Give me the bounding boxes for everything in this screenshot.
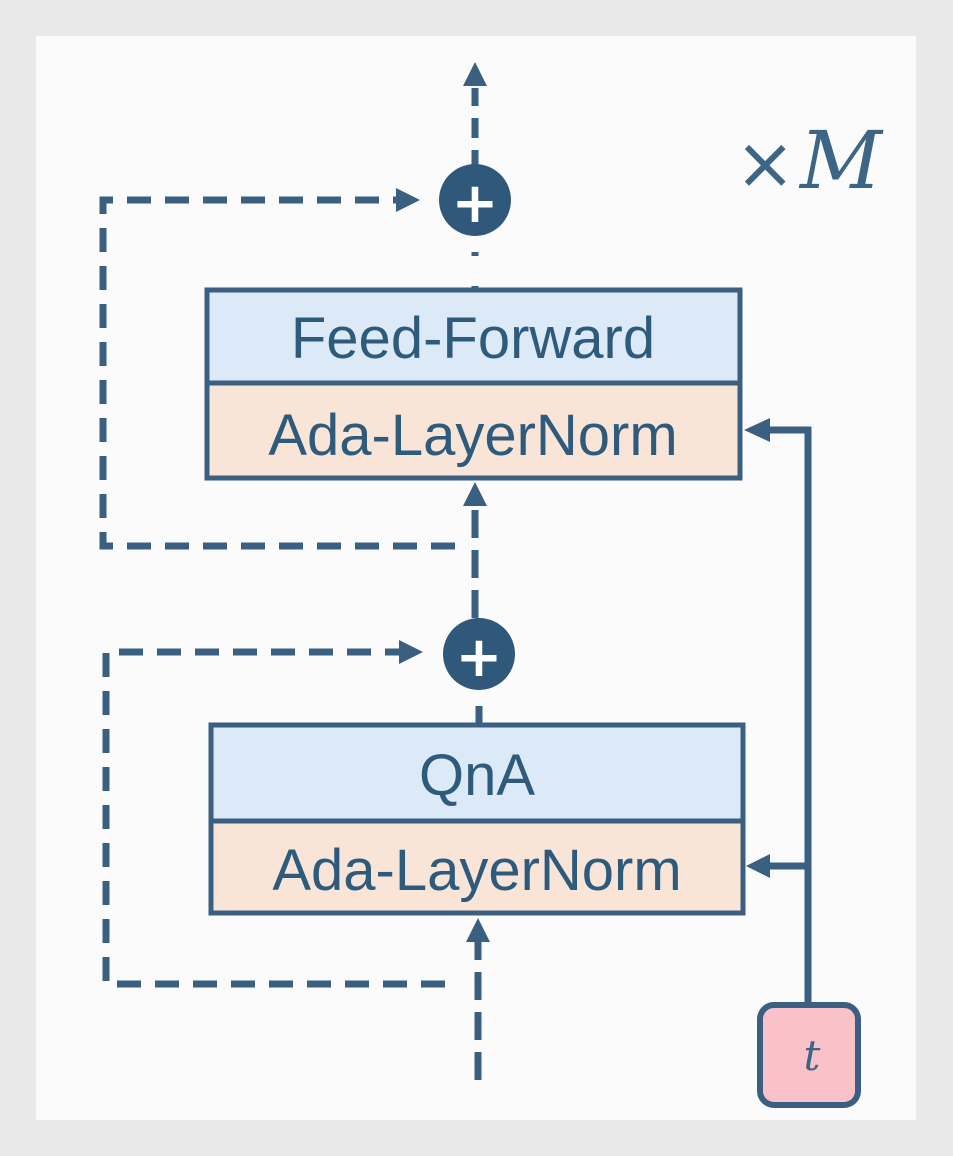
ada-layernorm-lower-label: Ada-LayerNorm [272,838,681,903]
lower-adder-plus: + [456,625,503,690]
output-arrow [463,62,487,170]
upper-residual-path [99,188,455,550]
lower-residual-path [102,640,445,988]
ada-layernorm-upper-label: Ada-LayerNorm [268,403,677,468]
upper-adder: + [439,164,511,236]
feed-forward-label: Feed-Forward [291,306,655,371]
repeat-count-variable: M [798,114,884,207]
time-conditioning-path [744,418,812,1008]
upper-block: Feed-Forward Ada-LayerNorm [204,287,743,481]
time-input-box: t [757,1002,861,1108]
lower-block: QnA Ada-LayerNorm [208,722,746,916]
repeat-label: × M [735,114,884,207]
time-input-label: t [804,1031,821,1080]
middle-arrow [463,482,487,618]
qna-label: QnA [419,743,535,808]
repeat-times-symbol: × [735,121,795,205]
ada-layernorm-upper-box [204,380,743,481]
lower-adder: + [443,618,515,690]
ada-layernorm-lower-box [208,818,746,916]
input-arrow [466,918,490,1080]
feed-forward-box [204,287,743,386]
upper-adder-plus: + [452,171,499,236]
